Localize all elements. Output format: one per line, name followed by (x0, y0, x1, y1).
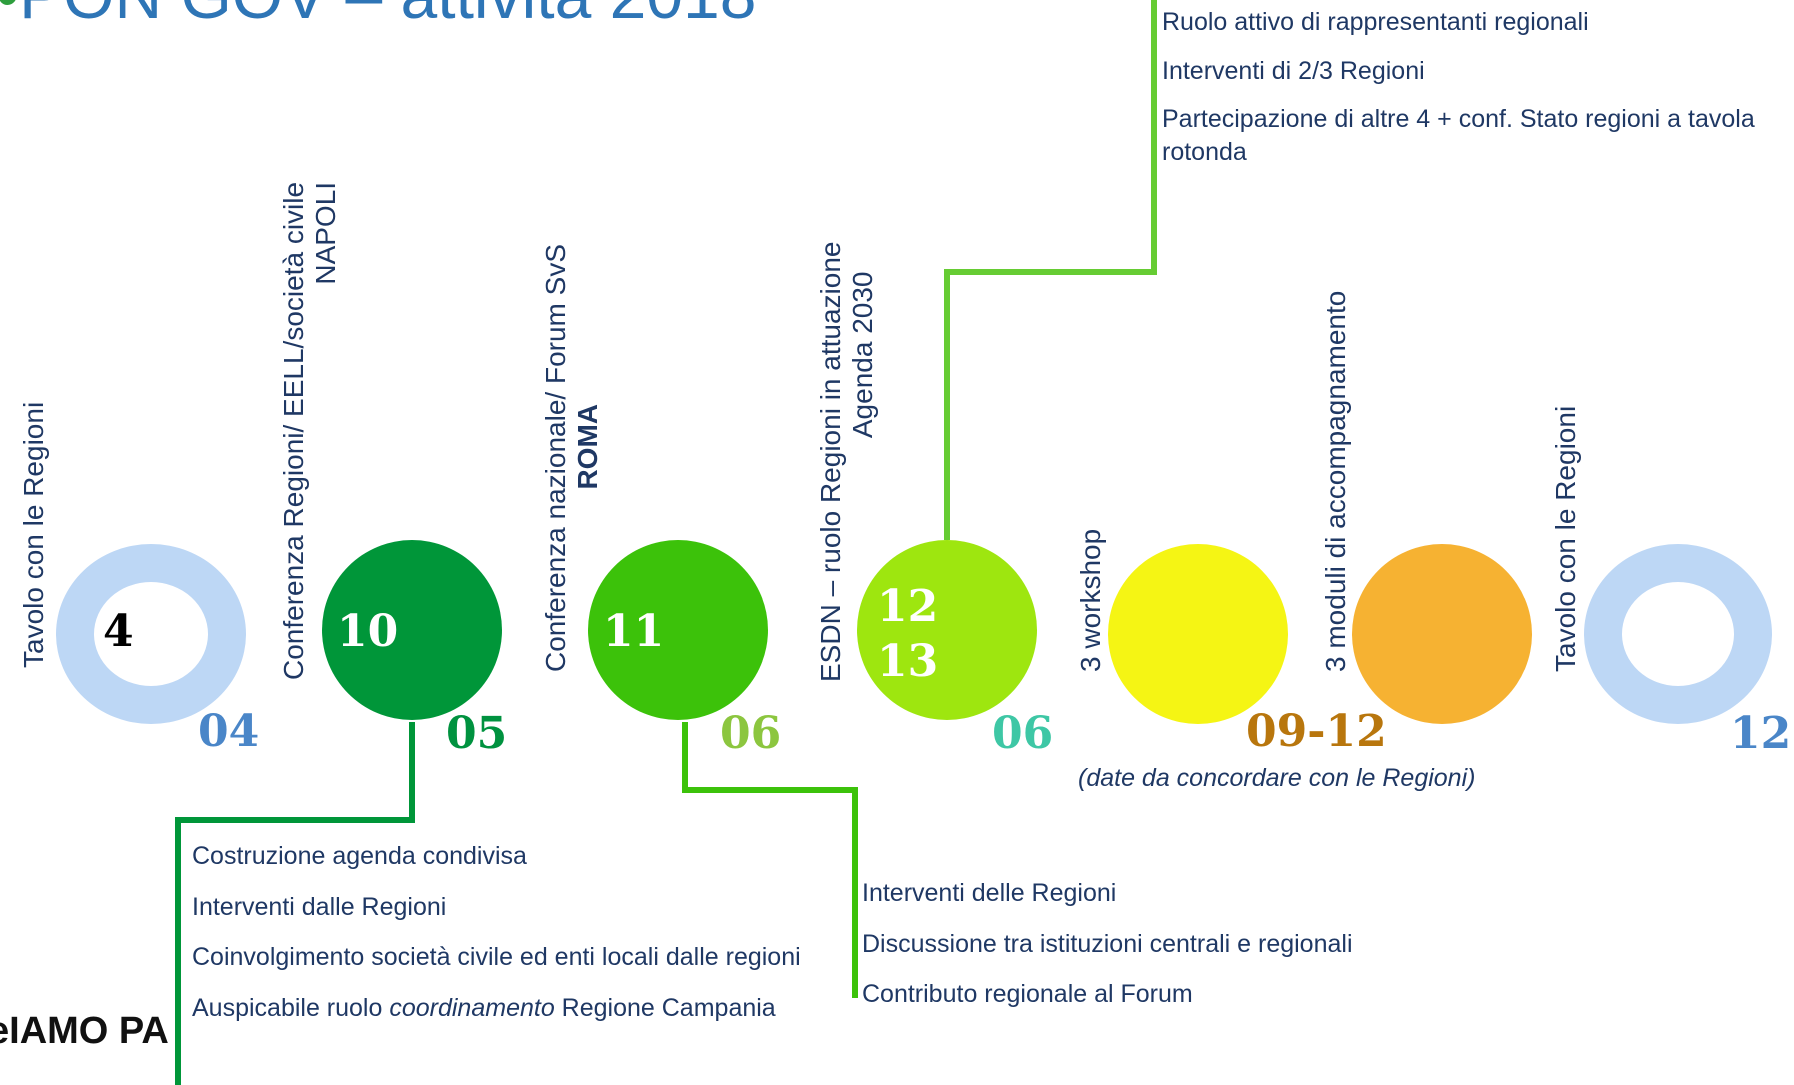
detail-napoli-last-a: Auspicabile ruolo (192, 993, 390, 1022)
detail-napoli-item: Coinvolgimento società civile ed enti lo… (192, 943, 801, 971)
event-label-workshop: 3 workshop (1075, 528, 1106, 672)
details-napoli: Costruzione agenda condivisa Interventi … (192, 840, 842, 1042)
event-month-roma: 06 (720, 708, 782, 759)
detail-napoli-item-last: Auspicabile ruolo coordinamento Regione … (192, 992, 842, 1025)
event-day-esdn-2: 13 (877, 636, 939, 687)
event-label-napoli-line1: Conferenza Regioni/ EELL/società civile (278, 181, 309, 680)
detail-esdn-item: Interventi di 2/3 Regioni (1162, 56, 1425, 85)
event-circle-napoli (322, 540, 502, 720)
dates-note: (date da concordare con le Regioni) (1078, 764, 1476, 792)
event-label-tavolo-2: Tavolo con le Regioni (1550, 405, 1581, 672)
event-label-roma-line1: Conferenza nazionale/ Forum SvS (540, 244, 571, 672)
detail-napoli-last-em: coordinamento (389, 993, 555, 1022)
event-month-esdn: 06 (992, 708, 1054, 759)
event-month-napoli: 05 (446, 708, 508, 759)
title-text: PON GOV – attività 2018 (19, 0, 756, 32)
details-esdn: Ruolo attivo di rappresentanti regionali… (1162, 6, 1782, 186)
details-roma: Interventi delle Regioni Discussione tra… (862, 877, 1512, 1029)
detail-napoli-item: Interventi dalle Regioni (192, 892, 447, 921)
connector-esdn (944, 0, 1157, 540)
event-month-workshop: 09-12 (1246, 706, 1387, 757)
event-label-esdn-line1: ESDN – ruolo Regioni in attuazione (815, 241, 846, 682)
event-label-moduli: 3 moduli di accompagnamento (1320, 290, 1351, 672)
detail-roma-item: Interventi delle Regioni (862, 879, 1117, 907)
event-circle-tavolo-1 (56, 544, 246, 724)
event-month-tavolo-2: 12 (1730, 708, 1792, 759)
connector-roma (682, 722, 858, 998)
event-day-napoli: 10 (337, 606, 399, 657)
detail-napoli-last-b: Regione Campania (554, 993, 776, 1022)
page-title: •PON GOV – attività 2018 (0, 0, 756, 28)
event-day-tavolo-1: 4 (103, 606, 134, 657)
event-circle-moduli (1352, 544, 1532, 724)
event-circle-tavolo-2 (1584, 544, 1772, 724)
detail-napoli-item: Costruzione agenda condivisa (192, 842, 527, 870)
event-month-tavolo-1: 04 (198, 706, 260, 757)
detail-esdn-item: Partecipazione di altre 4 + conf. Stato … (1162, 105, 1755, 166)
event-circle-roma (588, 540, 768, 720)
detail-roma-item: Contributo regionale al Forum (862, 980, 1193, 1008)
detail-esdn-item: Ruolo attivo di rappresentanti regionali (1162, 8, 1589, 36)
event-day-esdn-1: 12 (877, 581, 939, 632)
connector-napoli (175, 722, 415, 1085)
event-day-roma: 11 (603, 606, 665, 657)
title-bullet: • (0, 0, 19, 32)
event-circle-esdn (857, 540, 1037, 720)
detail-roma-item: Discussione tra istituzioni centrali e r… (862, 929, 1353, 958)
logo-text: eIAMO PA (0, 1010, 169, 1052)
event-label-tavolo-1: Tavolo con le Regioni (18, 401, 49, 668)
event-circle-workshop (1108, 544, 1288, 724)
